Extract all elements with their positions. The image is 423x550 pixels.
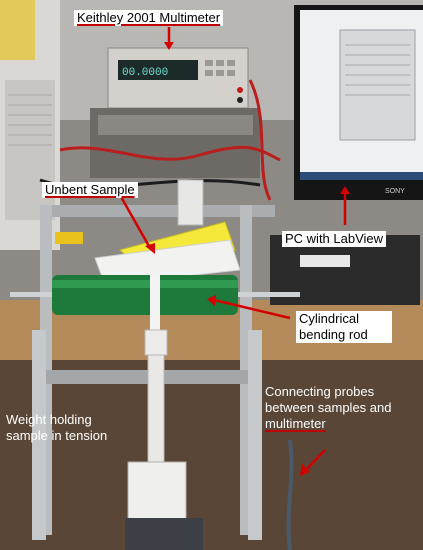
multimeter-screen: [118, 60, 198, 80]
instrument-stack-panel: [98, 115, 253, 135]
monitor-brand-text: SONY: [385, 188, 405, 195]
weight-holder-column: [147, 354, 165, 466]
rig-frame-top: [40, 205, 275, 217]
label-connecting-probes: Connecting probes between samples and mu…: [262, 384, 408, 432]
multimeter-display-text: 00.0000: [122, 67, 168, 79]
label-weight-line2: sample in tension: [6, 428, 108, 443]
label-unbent-sample-text: Unbent Sample: [45, 182, 135, 197]
hanging-sample-strip: [150, 275, 160, 335]
annotation-arrows: [118, 27, 350, 476]
label-weight-line1: Weight holding: [6, 412, 92, 427]
label-bending-rod-line2: bending rod: [299, 327, 368, 342]
red-cable: [59, 145, 281, 162]
label-multimeter: Keithley 2001 Multimeter: [74, 10, 224, 26]
left-yellow-box: [0, 0, 35, 60]
right-box-label: [300, 255, 350, 267]
label-probes-line3-text: multimeter: [265, 416, 326, 431]
rig-post-left-front: [32, 330, 46, 540]
weight-block: [127, 461, 187, 521]
left-power-supply-panel: [5, 80, 55, 220]
monitor-window-rows: [345, 44, 410, 96]
label-pc-labview: PC with LabView: [282, 231, 387, 247]
monitor-taskbar: [300, 172, 423, 180]
weight-base: [125, 518, 203, 550]
label-probes-line1: Connecting probes: [265, 384, 375, 399]
label-pc-labview-text: PC with LabView: [285, 231, 384, 246]
label-bending-rod-line1: Cylindrical: [299, 311, 359, 326]
label-weight-holding: Weight holding sample in tension: [3, 412, 129, 444]
multimeter-terminal-red: [237, 87, 243, 93]
weight-holder-bracket: [144, 329, 168, 356]
label-unbent-sample: Unbent Sample: [42, 182, 138, 198]
label-multimeter-text: Keithley 2001 Multimeter: [77, 10, 221, 25]
label-probes-line3: multimeter: [265, 416, 405, 432]
desk-lower: [0, 360, 423, 550]
probe-cable: [286, 439, 294, 550]
label-bending-rod: Cylindrical bending rod: [296, 311, 392, 343]
left-vent-lines: [8, 94, 52, 146]
sample-clamp: [177, 179, 204, 226]
left-yellow-clip: [55, 232, 83, 244]
green-rod-highlight: [52, 280, 238, 288]
multimeter-terminal-black: [237, 97, 243, 103]
red-cable-2: [248, 79, 272, 201]
rig-cross-bar: [40, 370, 252, 384]
label-probes-line2: between samples and: [265, 400, 392, 415]
multimeter-buttons: [205, 60, 235, 76]
rig-post-right-front: [248, 330, 262, 540]
